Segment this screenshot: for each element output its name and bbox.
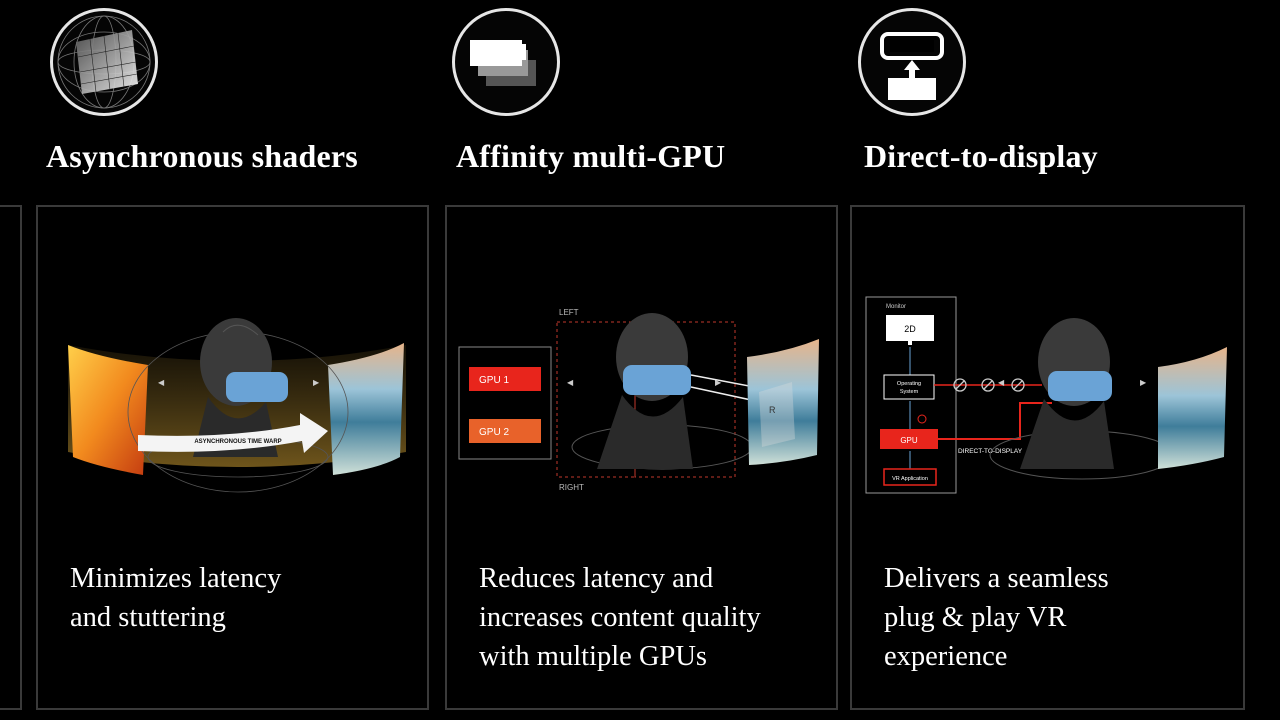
gpu-box [458, 346, 552, 460]
timewarp-arrow-label: ASYNCHRONOUS TIME WARP [194, 439, 281, 445]
panel-asynchronous-shaders: ◀ ▶ ASYNCHRONOUS TIME WARP Minimizes lat… [36, 205, 429, 710]
right-label: RIGHT [559, 483, 584, 492]
headset-view-image [1158, 347, 1227, 469]
left-frame-image [68, 345, 148, 475]
monitor-screen [886, 315, 934, 341]
svg-text:▶: ▶ [1140, 378, 1147, 387]
svg-text:◀: ◀ [158, 378, 165, 387]
gpu2-card [469, 419, 541, 443]
vr-head-figure [1020, 318, 1114, 469]
monitor-screen-label: 2D [904, 324, 916, 334]
vr-head-figure [597, 313, 693, 469]
right-frame-image [328, 343, 404, 475]
svg-text:▶: ▶ [313, 378, 320, 387]
os-label: Operating [897, 381, 921, 387]
monitor-label: Monitor [886, 304, 906, 310]
description-line: Delivers a seamless [884, 563, 1109, 594]
description-line: and stuttering [70, 602, 226, 633]
heading-direct-to-display: Direct-to-display [864, 138, 1098, 174]
gpu-label: GPU [900, 436, 918, 445]
eye-label: R [769, 405, 776, 415]
async-timewarp-diagram: ◀ ▶ ASYNCHRONOUS TIME WARP [68, 318, 406, 493]
svg-text:▶: ▶ [715, 378, 722, 387]
os-label: System [900, 389, 919, 395]
description-direct-to-display: Delivers a seamless plug & play VR exper… [884, 559, 1109, 676]
vr-app-box [883, 468, 937, 486]
os-box [883, 374, 935, 400]
right-eye-image [747, 339, 819, 465]
system-box [865, 296, 957, 494]
stacked-gpu-cards-icon [452, 8, 560, 116]
timewarp-arrow [138, 413, 328, 453]
gpu2-label: GPU 2 [479, 427, 509, 438]
gpu-box [880, 429, 938, 449]
description-line: experience [884, 641, 1008, 672]
headset-display-icon [858, 8, 966, 116]
description-line: increases content quality [479, 602, 761, 633]
description-line: with multiple GPUs [479, 641, 708, 672]
vr-app-label: VR Application [892, 476, 928, 482]
heading-asynchronous-shaders: Asynchronous shaders [46, 138, 358, 174]
svg-text:◀: ◀ [567, 378, 574, 387]
description-asynchronous-shaders: Minimizes latency and stuttering [70, 559, 281, 637]
multi-gpu-diagram: GPU 1 GPU 2 LEFT RIGHT ◀ ▶ R [458, 308, 819, 492]
previous-panel-edge [0, 205, 22, 710]
gpu1-card [469, 367, 541, 391]
warped-grid-sphere-icon [50, 8, 158, 116]
gpu1-label: GPU 1 [479, 375, 509, 386]
blocked-icons [953, 378, 1025, 392]
description-line: plug & play VR [884, 602, 1067, 633]
direct-to-display-diagram: Monitor 2D Operating System GPU VR Appli… [865, 296, 1227, 494]
left-label: LEFT [559, 308, 579, 317]
svg-text:◀: ◀ [998, 378, 1005, 387]
panel-direct-to-display: Monitor 2D Operating System GPU VR Appli… [850, 205, 1245, 710]
description-line: Minimizes latency [70, 563, 282, 594]
panel-affinity-multi-gpu: GPU 1 GPU 2 LEFT RIGHT ◀ ▶ R Reduces lat… [445, 205, 838, 710]
description-affinity-multi-gpu: Reduces latency and increases content qu… [479, 559, 761, 676]
heading-affinity-multi-gpu: Affinity multi-GPU [456, 138, 726, 174]
description-line: Reduces latency and [479, 563, 714, 594]
